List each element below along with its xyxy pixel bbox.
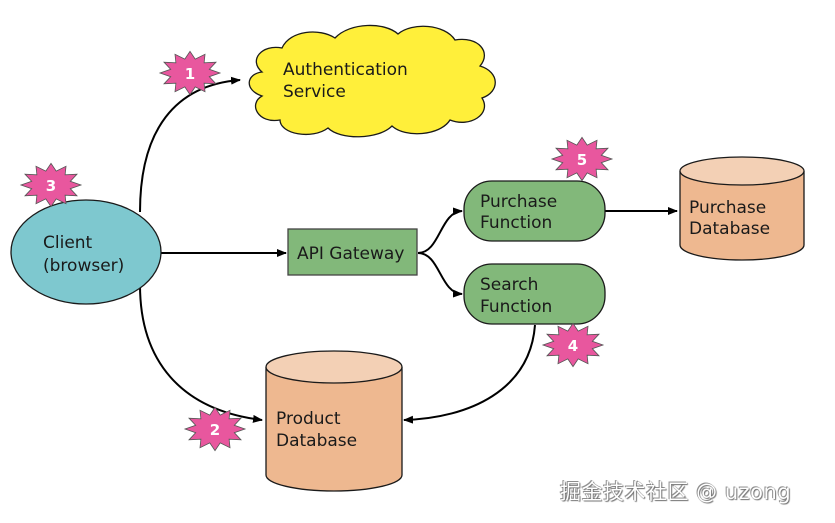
auth-service-label-1: Authentication [283,60,408,80]
api-gateway-label: API Gateway [297,244,404,264]
purchase-database-node[interactable]: Purchase Database [679,156,805,261]
step-badge-5: 5 [550,136,614,182]
purchase-function-label-1: Purchase [480,192,557,212]
step-badge-5-label: 5 [577,151,587,169]
search-function-label-1: Search [480,275,538,295]
edge-gateway-search-fn [417,252,463,298]
client-label-1: Client [43,233,93,253]
api-gateway-node[interactable]: API Gateway [287,228,418,276]
search-function-node[interactable]: Search Function [463,263,606,325]
edge-gateway-purchase-fn [417,207,463,254]
product-database-label-1: Product [276,409,341,429]
step-badge-3: 3 [19,162,83,208]
step-badge-4: 4 [541,322,605,368]
client-label-2: (browser) [43,256,124,276]
purchase-database-label-2: Database [689,219,770,239]
step-badge-2-label: 2 [210,421,220,439]
step-badge-2: 2 [183,406,247,452]
purchase-function-node[interactable]: Purchase Function [463,180,606,242]
purchase-database-label-1: Purchase [689,198,766,218]
step-badge-1: 1 [158,50,222,96]
watermark: 掘金技术社区 @ uzong [560,480,792,504]
client-node[interactable]: Client (browser) [10,199,162,305]
step-badge-3-label: 3 [46,177,56,195]
auth-service-node[interactable]: Authentication Service [248,24,496,138]
product-database-label-2: Database [276,431,357,451]
auth-service-label-2: Service [283,82,346,102]
edge-search-fn-product-db [403,324,536,424]
product-database-node[interactable]: Product Database [265,350,403,492]
edge-client-auth [139,76,241,213]
purchase-function-label-2: Function [480,213,552,233]
search-function-label-2: Function [480,297,552,317]
step-badge-1-label: 1 [185,65,195,83]
edge-client-product-db [139,284,263,423]
step-badge-4-label: 4 [568,337,578,355]
